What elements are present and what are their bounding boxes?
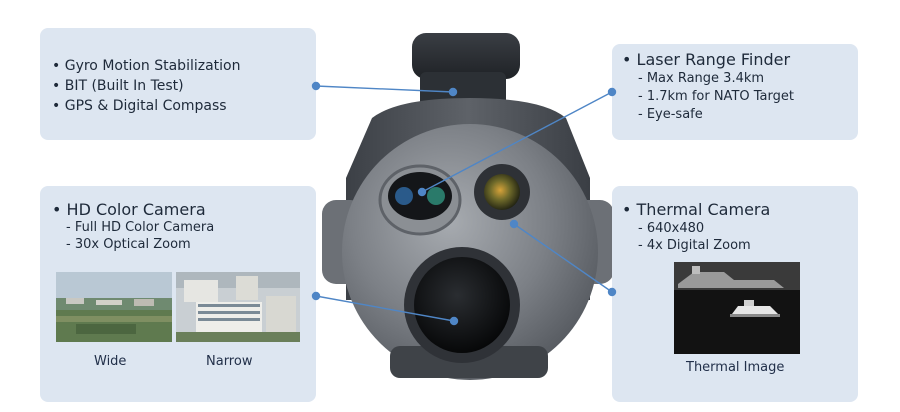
hd-camera-title: • HD Color Camera — [52, 200, 206, 219]
hd-camera-feature-box: • HD Color Camera - Full HD Color Camera… — [40, 186, 316, 402]
hd-wide-image — [56, 272, 172, 342]
thermal-image — [674, 262, 800, 354]
laser-detail: - Eye-safe — [638, 107, 703, 122]
hd-wide-caption: Wide — [94, 354, 127, 369]
hd-camera-detail: - 30x Optical Zoom — [66, 237, 191, 252]
hd-narrow-image — [176, 272, 300, 342]
main-lens — [414, 257, 510, 353]
stabilization-item: • BIT (Built In Test) — [52, 78, 184, 94]
stabilization-item: • GPS & Digital Compass — [52, 98, 227, 114]
stabilization-feature-box: • Gyro Motion Stabilization • BIT (Built… — [40, 28, 316, 140]
stabilization-item: • Gyro Motion Stabilization — [52, 58, 241, 74]
laser-detail: - 1.7km for NATO Target — [638, 89, 794, 104]
laser-title: • Laser Range Finder — [622, 50, 791, 69]
thermal-title: • Thermal Camera — [622, 200, 771, 219]
laser-feature-box: • Laser Range Finder - Max Range 3.4km -… — [612, 44, 858, 140]
thermal-detail: - 640x480 — [638, 221, 705, 236]
laser-detail: - Max Range 3.4km — [638, 71, 765, 86]
laser-lens-right — [427, 187, 445, 205]
laser-lens-left — [395, 187, 413, 205]
hd-narrow-caption: Narrow — [206, 354, 253, 369]
thermal-feature-box: • Thermal Camera - 640x480 - 4x Digital … — [612, 186, 858, 402]
thermal-lens — [484, 174, 520, 210]
hd-camera-detail: - Full HD Color Camera — [66, 220, 215, 235]
thermal-image-caption: Thermal Image — [686, 360, 785, 375]
thermal-detail: - 4x Digital Zoom — [638, 238, 751, 253]
mount-cap — [412, 33, 520, 79]
